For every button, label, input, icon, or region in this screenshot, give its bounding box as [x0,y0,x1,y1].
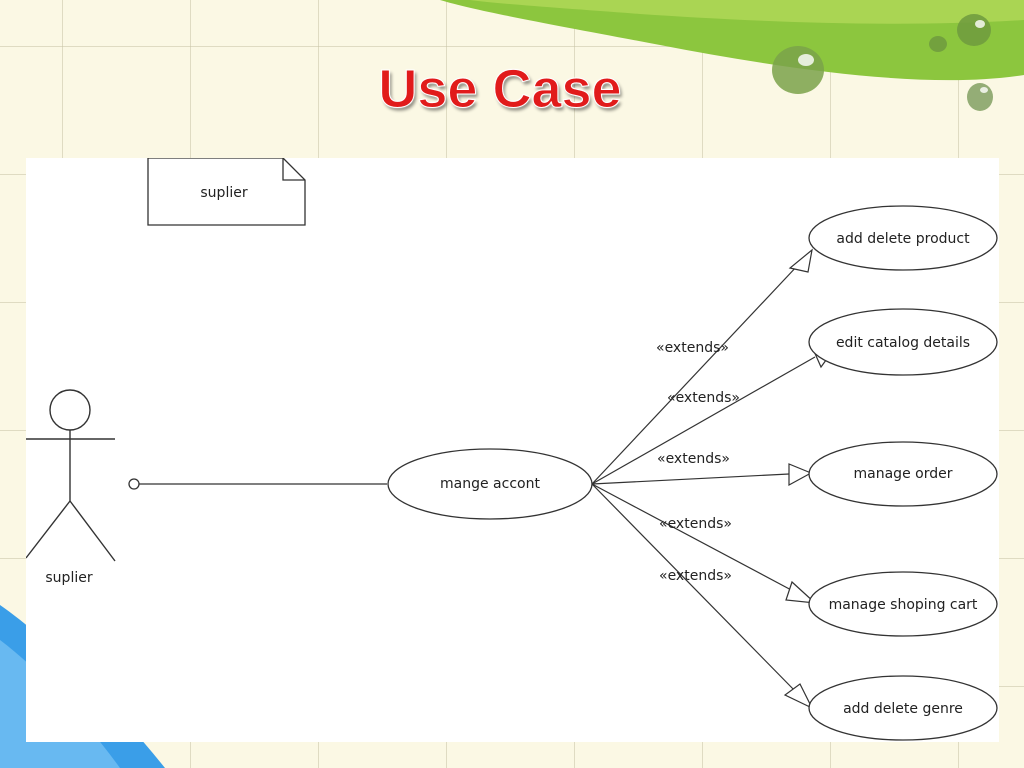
use-case-label: add delete genre [843,701,963,717]
use-case-label: manage shoping cart [829,597,978,613]
note-shape: suplier [147,157,306,226]
use-case-manage-shoping-cart: manage shoping cart [808,571,998,637]
extends-connectors [591,248,839,710]
extends-label: «extends» [667,390,740,406]
actor-label: suplier [45,570,92,586]
use-case-add-delete-product: add delete product [808,205,998,271]
use-case-diagram: suplier suplier [25,157,999,742]
use-case-add-delete-genre: add delete genre [808,675,998,741]
extends-label: «extends» [659,568,732,584]
use-case-label: manage order [854,466,953,482]
use-case-manage-order: manage order [808,441,998,507]
extends-label: «extends» [657,451,730,467]
note-label: suplier [200,185,247,201]
extends-labels: «extends» «extends» «extends» «extends» … [656,340,740,584]
central-use-case-label: mange accont [440,476,540,492]
association-line [128,478,387,490]
slide-title: Use Case [378,59,622,120]
extends-label: «extends» [659,516,732,532]
actor-suplier [25,389,116,562]
green-band-highlight [470,0,1024,24]
use-case-mange-accont: mange accont [387,448,593,520]
use-case-edit-catalog-details: edit catalog details [808,308,998,376]
use-case-label: add delete product [836,231,970,247]
extends-label: «extends» [656,340,729,356]
use-case-label: edit catalog details [836,335,970,351]
water-drops [772,14,993,111]
